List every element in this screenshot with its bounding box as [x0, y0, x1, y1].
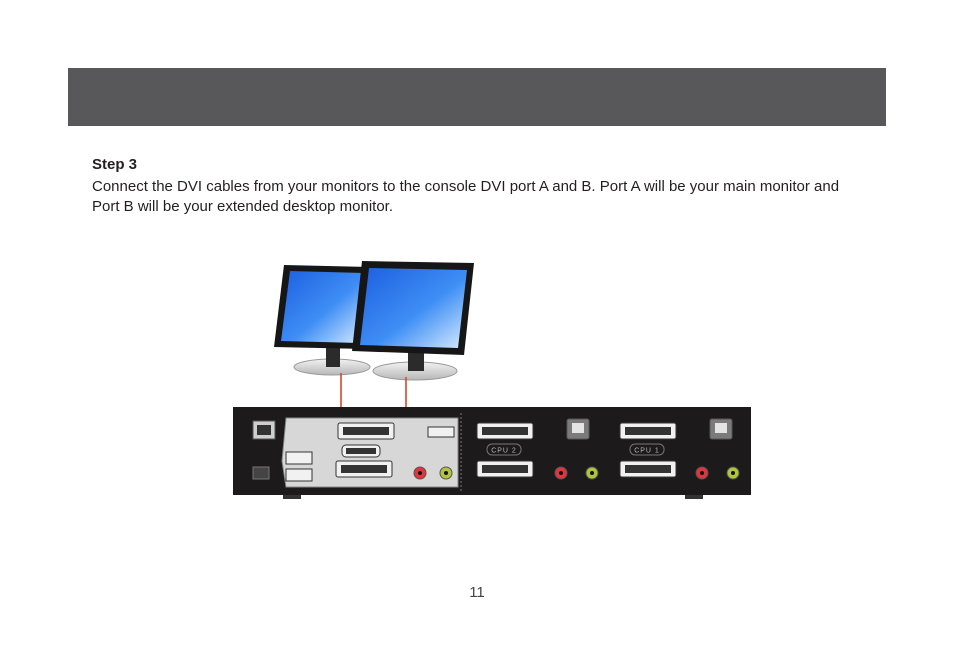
step-title: Step 3 — [92, 156, 138, 173]
connection-illustration: CPU 2 CPU 1 — [230, 255, 760, 510]
kvm-switch-rear-panel: CPU 2 CPU 1 — [233, 407, 751, 499]
monitor-a — [274, 265, 371, 376]
step-instructions: Connect the DVI cables from your monitor… — [92, 178, 840, 215]
cpu-1-label: CPU 1 — [634, 448, 660, 455]
monitor-b — [352, 261, 474, 381]
kvm-diagram: CPU 2 CPU 1 — [233, 261, 751, 499]
page-number: 11 — [469, 584, 485, 601]
cpu-2-label: CPU 2 — [491, 448, 517, 455]
header-band — [68, 68, 886, 126]
